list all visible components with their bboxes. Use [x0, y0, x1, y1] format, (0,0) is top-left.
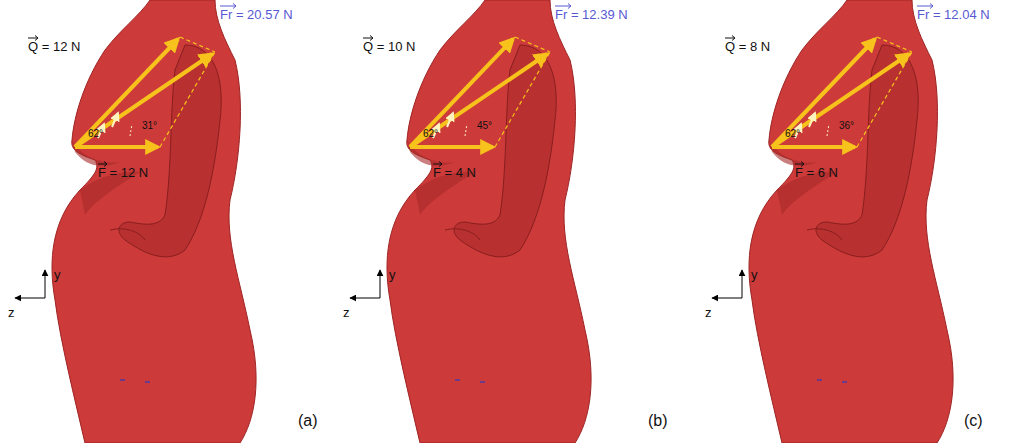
vector-arrow: [220, 3, 238, 9]
vector-arrow: [795, 161, 806, 167]
vector-arrow: [363, 35, 375, 41]
force-label: F = 4 N: [433, 166, 476, 181]
force-label: z: [705, 306, 712, 321]
force-label: F = 12 N: [98, 166, 148, 181]
angle-label: 36°: [839, 120, 854, 132]
force-label: Q = 12 N: [28, 40, 80, 55]
panel-caption: (b): [648, 412, 668, 430]
force-label: y: [751, 268, 758, 283]
angle-label: 45°: [477, 120, 492, 132]
force-label: Q = 8 N: [725, 40, 770, 55]
force-label: z: [343, 306, 350, 321]
angle-label: 62°: [785, 128, 800, 140]
angle-label: 31°: [142, 120, 157, 132]
angle-label: 62°: [88, 128, 103, 140]
vector-arrow: [725, 35, 737, 41]
force-label: y: [389, 268, 396, 283]
force-label: Q = 10 N: [363, 40, 415, 55]
vector-arrow: [98, 161, 109, 167]
vector-arrow: [917, 3, 935, 9]
panel-caption: (a): [298, 412, 318, 430]
vector-arrow: [28, 35, 40, 41]
panel-caption: (c): [964, 412, 983, 430]
vector-arrow: [433, 161, 444, 167]
force-label: Fr = 12.39 N: [555, 8, 628, 23]
force-label: Fr = 20.57 N: [220, 8, 293, 23]
force-label: F = 6 N: [795, 166, 838, 181]
force-label: y: [54, 268, 61, 283]
force-label: Fr = 12.04 N: [917, 8, 990, 23]
vector-arrow: [555, 3, 573, 9]
angle-label: 62°: [423, 128, 438, 140]
force-label: z: [8, 306, 15, 321]
